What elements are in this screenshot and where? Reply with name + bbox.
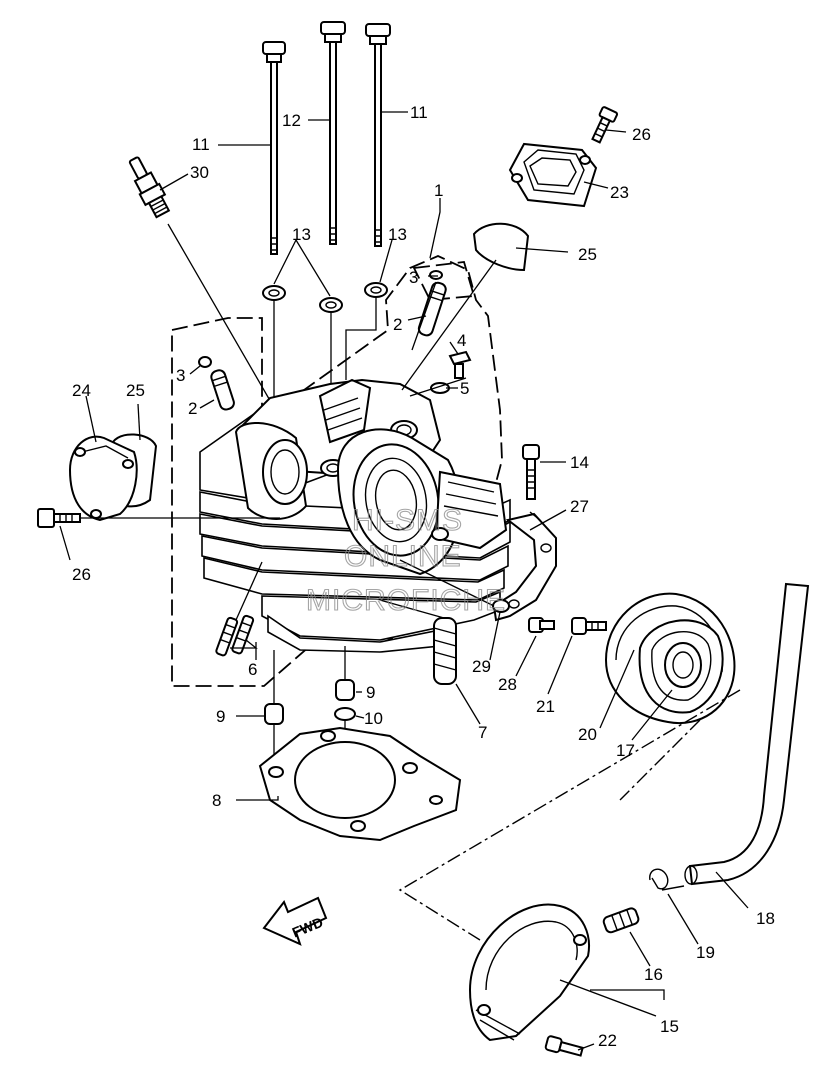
hose-clip — [649, 868, 685, 891]
cam-cover — [468, 903, 590, 1042]
callout-19: 19 — [696, 943, 715, 962]
assembly-boundary-valve — [412, 261, 476, 301]
cylinder-head — [199, 378, 511, 653]
bolt-28 — [528, 617, 555, 633]
callout-numbers: 1 2 2 3 3 4 5 6 7 8 9 9 10 11 11 12 13 1… — [72, 103, 775, 1050]
bolt-manifold — [591, 106, 619, 144]
valve-cap-bolt — [448, 350, 472, 379]
callout-9-left: 9 — [216, 707, 225, 726]
callout-25-left: 25 — [126, 381, 145, 400]
plug-16 — [602, 907, 640, 934]
callout-3-upper: 3 — [409, 268, 418, 287]
forward-direction-arrow: FWD — [262, 896, 328, 946]
callout-8: 8 — [212, 791, 221, 810]
callout-10: 10 — [364, 709, 383, 728]
callout-17: 17 — [616, 741, 635, 760]
callout-12: 12 — [282, 111, 301, 130]
callout-20: 20 — [578, 725, 597, 744]
callout-15: 15 — [660, 1017, 679, 1036]
dowel-9-left — [264, 703, 284, 725]
clip-upper — [429, 270, 443, 280]
watermark-line-1: HI-SMS — [352, 504, 463, 537]
callout-7: 7 — [478, 723, 487, 742]
callout-22: 22 — [598, 1031, 617, 1050]
dowel-pins-6 — [215, 614, 255, 657]
callout-24: 24 — [72, 381, 91, 400]
spark-plug — [128, 156, 171, 219]
callout-6: 6 — [248, 660, 257, 679]
side-cover-cap — [68, 435, 138, 522]
head-gasket — [258, 726, 462, 842]
cover-plate-17 — [638, 619, 724, 714]
watermark-line-3: MICROFICHE — [306, 584, 506, 617]
callout-4: 4 — [457, 331, 466, 350]
watermark-line-2: ONLINE — [344, 540, 462, 573]
callout-11-left: 11 — [192, 135, 210, 154]
gasket-27 — [492, 512, 557, 622]
callout-30: 30 — [190, 163, 209, 182]
callout-3-left: 3 — [176, 366, 185, 385]
bolt-side-cover — [37, 508, 81, 528]
callout-26-upper: 26 — [632, 125, 651, 144]
callout-29: 29 — [472, 657, 491, 676]
washer-10 — [334, 707, 356, 721]
callout-16: 16 — [644, 965, 663, 984]
washer-right — [364, 282, 388, 298]
callout-2-left: 2 — [188, 399, 197, 418]
callout-21: 21 — [536, 697, 555, 716]
head-bolt-left — [262, 41, 286, 255]
callout-23: 23 — [610, 183, 629, 202]
callout-2-upper: 2 — [393, 315, 402, 334]
washer-center — [319, 297, 343, 313]
callout-28: 28 — [498, 675, 517, 694]
callout-18: 18 — [756, 909, 775, 928]
bolt-21 — [571, 617, 607, 635]
callout-leaders — [59, 111, 749, 1051]
clip-left — [198, 356, 212, 368]
head-bolt-center — [320, 21, 346, 245]
breather-hose — [688, 582, 810, 886]
head-bolt-right — [365, 23, 391, 247]
valve-guide-upper — [417, 281, 447, 337]
callout-14: 14 — [570, 453, 589, 472]
callout-1: 1 — [434, 181, 443, 200]
bolt-22 — [544, 1035, 584, 1057]
intake-cover-plate-upper — [472, 222, 530, 272]
washer-left — [262, 285, 286, 301]
valve-guide-left — [210, 369, 235, 411]
intake-manifold — [508, 142, 598, 208]
callout-26-left: 26 — [72, 565, 91, 584]
callout-27: 27 — [570, 497, 589, 516]
dowel-9-right — [335, 679, 355, 701]
callout-25-upper: 25 — [578, 245, 597, 264]
sleeve-7 — [433, 617, 457, 685]
bolt-14 — [522, 444, 540, 500]
callout-5: 5 — [460, 379, 469, 398]
callout-13-left: 13 — [292, 225, 311, 244]
callout-9-right: 9 — [366, 683, 375, 702]
callout-13-right: 13 — [388, 225, 407, 244]
callout-11-right: 11 — [410, 103, 428, 122]
